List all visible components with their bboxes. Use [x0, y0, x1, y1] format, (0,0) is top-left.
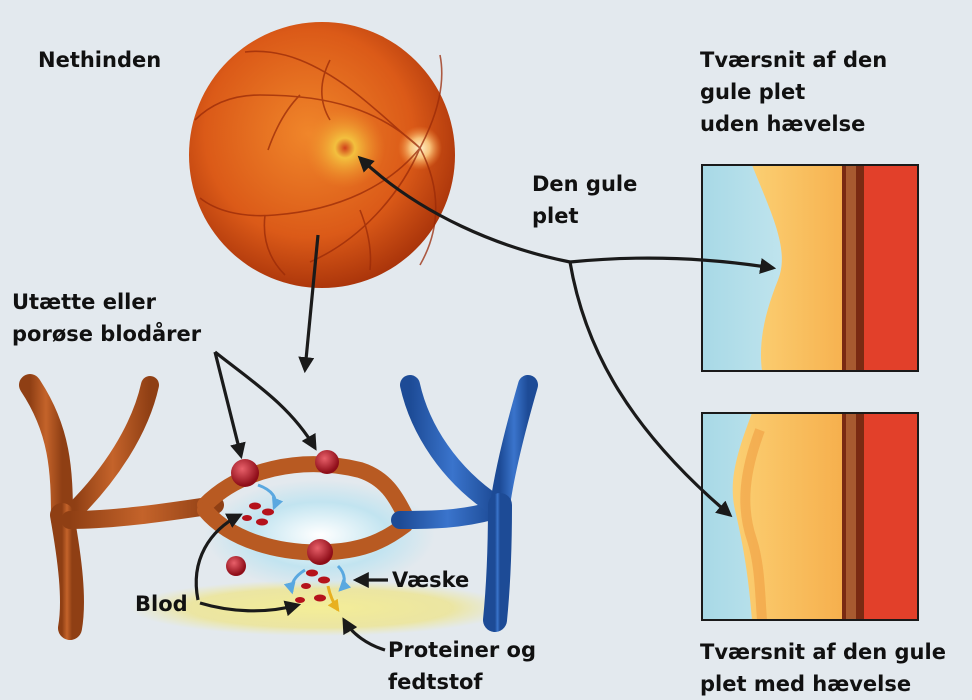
macula-label: Den gule plet	[532, 168, 637, 232]
retina-label: Nethinden	[38, 44, 161, 76]
cross-section-normal-label-line-3: uden hævelse	[700, 108, 887, 140]
proteins-fats-label: Proteiner og fedtstof	[388, 634, 536, 698]
cross-section-normal-label-line-1: Tværsnit af den	[700, 44, 887, 76]
cross-section-normal-label-line-2: gule plet	[700, 76, 887, 108]
leaky-vessels-label-line-2: porøse blodårer	[12, 318, 201, 350]
proteins-fats-label-line-1: Proteiner og	[388, 634, 536, 666]
cross-section-normal-label: Tværsnit af den gule plet uden hævelse	[700, 44, 887, 140]
cross-section-swollen-label-line-2: plet med hævelse	[700, 668, 946, 700]
blood-label: Blod	[135, 588, 188, 620]
cross-section-swollen	[702, 413, 918, 620]
vessel-illustration	[30, 385, 528, 636]
cross-section-swollen-label: Tværsnit af den gule plet med hævelse	[700, 636, 946, 700]
fluid-label: Væske	[392, 564, 469, 596]
retina-illustration	[189, 22, 455, 288]
proteins-fats-label-line-2: fedtstof	[388, 666, 536, 698]
cross-section-swollen-label-line-1: Tværsnit af den gule	[700, 636, 946, 668]
leaky-vessels-label-line-1: Utætte eller	[12, 286, 201, 318]
macula-label-line-1: Den gule	[532, 168, 637, 200]
leaky-arrow-2	[215, 352, 315, 448]
cross-section-normal	[702, 165, 918, 371]
leaky-vessels-label: Utætte eller porøse blodårer	[12, 286, 201, 350]
macula-label-line-2: plet	[532, 200, 637, 232]
